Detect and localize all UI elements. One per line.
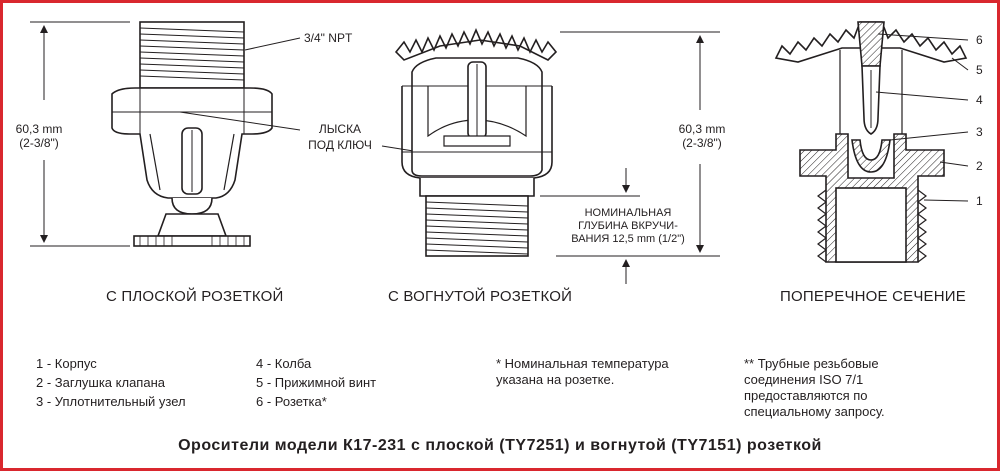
right-height-mm: 60,3 mm <box>678 122 726 136</box>
thread-size-label: 3/4" NPT <box>304 31 353 45</box>
left-height-mm: 60,3 mm <box>15 122 63 136</box>
callout-4: 4 <box>976 93 983 107</box>
concave-deflector-sprinkler <box>394 27 558 257</box>
legend-column-1: 1 - Корпус 2 - Заглушка клапана 3 - Упло… <box>36 354 186 411</box>
figure-title: Оросители модели К17-231 с плоской (TY72… <box>178 437 822 454</box>
caption-cross-section: ПОПЕРЕЧНОЕ СЕЧЕНИЕ <box>780 288 966 305</box>
concave-deflector <box>394 27 558 61</box>
flat-deflector <box>133 235 251 247</box>
flat-thread <box>139 21 245 89</box>
dimension-left <box>30 21 130 247</box>
legend-item-1: 1 - Корпус <box>36 356 97 371</box>
legend-item-2: 2 - Заглушка клапана <box>36 375 165 390</box>
wrench-flat-label: ЛЫСКА ПОД КЛЮЧ <box>308 122 372 152</box>
callout-5: 5 <box>976 63 983 77</box>
legend-item-6: 6 - Розетка* <box>256 394 327 409</box>
right-height-in: (2-3/8") <box>682 136 722 150</box>
legend-item-4: 4 - Колба <box>256 356 312 371</box>
callout-6: 6 <box>976 33 983 47</box>
thread-note: ** Трубные резьбовые соединения ISO 7/1 … <box>744 356 885 419</box>
caption-flat-deflector: С ПЛОСКОЙ РОЗЕТКОЙ <box>106 288 284 305</box>
legend-item-5: 5 - Прижимной винт <box>256 375 377 390</box>
thread-depth-label: НОМИНАЛЬНАЯ ГЛУБИНА ВКРУЧИ- ВАНИЯ 12,5 m… <box>571 207 685 245</box>
right-height-label: 60,3 mm (2-3/8") <box>666 122 738 150</box>
callout-1: 1 <box>976 194 983 208</box>
cross-section <box>774 21 968 263</box>
flat-deflector-sprinkler <box>111 21 471 247</box>
caption-concave-deflector: С ВОГНУТОЙ РОЗЕТКОЙ <box>388 288 573 305</box>
left-height-label: 60,3 mm (2-3/8") <box>4 122 74 150</box>
callout-2: 2 <box>976 159 983 173</box>
concave-thread <box>425 195 529 257</box>
legend-column-2: 4 - Колба 5 - Прижимной винт 6 - Розетка… <box>256 354 376 411</box>
temperature-note: * Номинальная температура указана на роз… <box>496 356 669 387</box>
callout-leaders <box>875 33 969 202</box>
callout-3: 3 <box>976 125 983 139</box>
legend-item-3: 3 - Уплотнительный узел <box>36 394 186 409</box>
left-height-in: (2-3/8") <box>19 136 59 150</box>
dimension-right <box>540 31 720 284</box>
